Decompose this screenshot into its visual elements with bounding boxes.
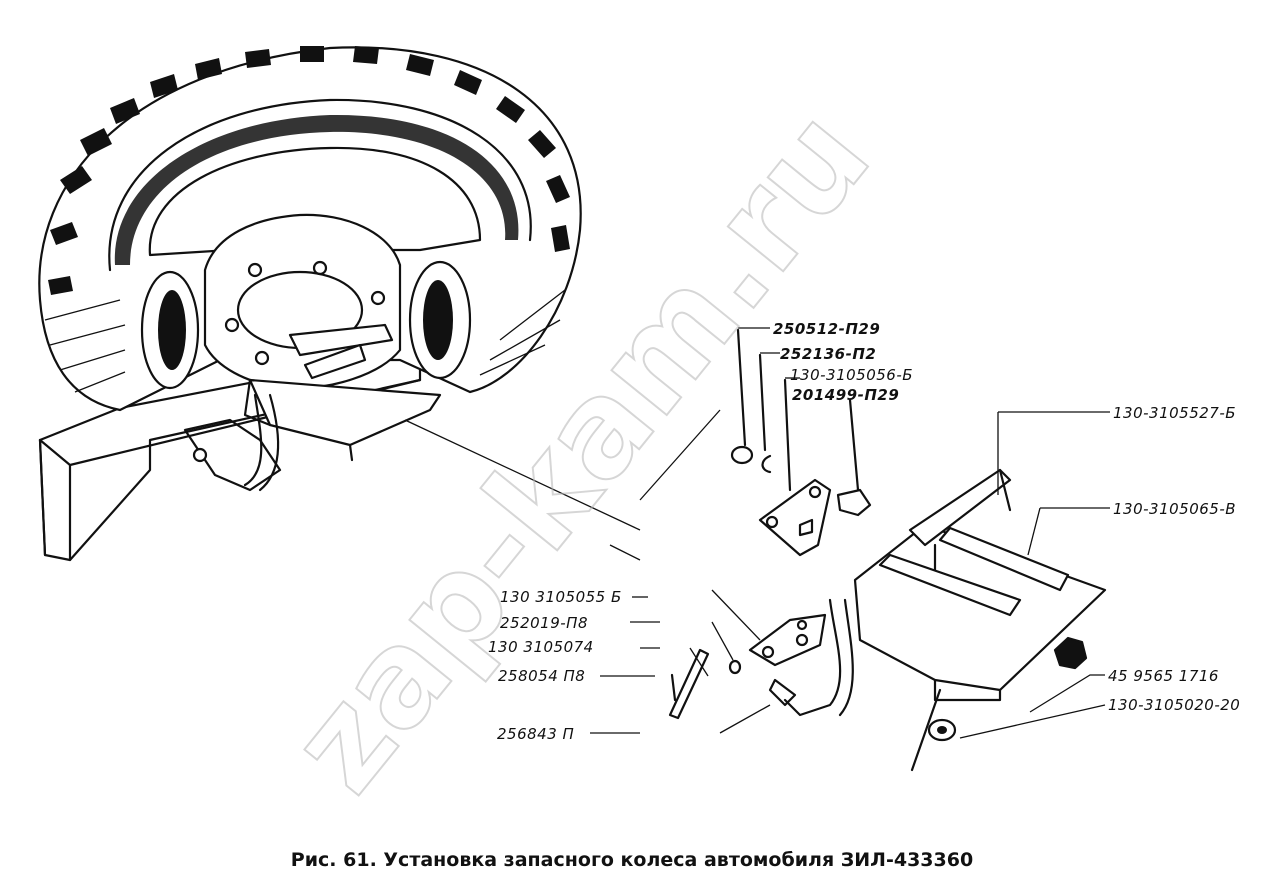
wheel-disc [203,213,402,390]
callout-250512: 250512-П29 [773,320,880,338]
callout-256843: 256843 П [497,725,574,743]
callout-130-3105074: 130 3105074 [488,638,594,656]
callout-130-3105020: 130-3105020-20 [1108,696,1240,714]
callout-252136: 252136-П2 [780,345,876,363]
callout-130-3105055: 130 3105055 Б [500,588,622,606]
leader-lines [590,327,1110,739]
lower-bracket [668,468,1107,772]
assembly-lines [404,409,721,561]
callout-130-3105065: 130-3105065-В [1113,500,1236,518]
wheel-bracket [183,378,442,492]
fastener-group-top [730,328,872,557]
callout-201499: 201499-П29 [792,386,899,404]
callout-labels: 250512-П29 252136-П2 130-3105056-Б 20149… [488,320,1240,743]
callout-45-9565: 45 9565 1716 [1108,667,1219,685]
callout-258054: 258054 П8 [498,667,585,685]
callout-130-3105527: 130-3105527-Б [1113,404,1236,422]
figure-caption: Рис. 61. Установка запасного колеса авто… [291,849,973,871]
callout-130-3105056: 130-3105056-Б [790,366,913,384]
callout-252019: 252019-П8 [500,614,588,632]
